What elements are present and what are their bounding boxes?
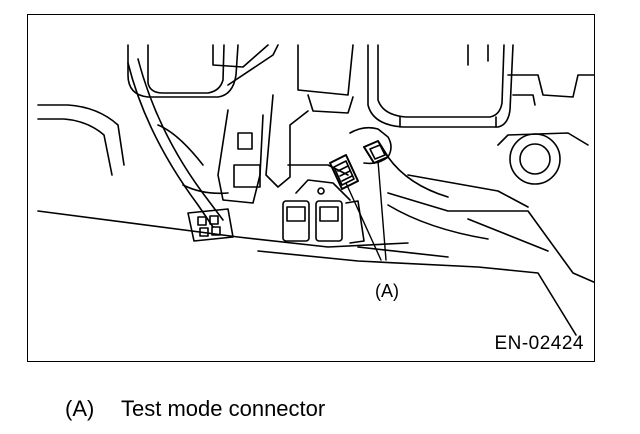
mounting-bracket (217, 94, 351, 204)
engine-bay-illustration: (A) (37, 44, 594, 336)
test-mode-connector-left (329, 154, 359, 190)
round-boss (497, 132, 589, 185)
figure-frame: (A) EN-02424 (27, 14, 595, 362)
wiring-harness (37, 58, 229, 228)
chassis-lines (37, 174, 594, 336)
relay-blocks (282, 200, 365, 244)
legend-description: Test mode connector (121, 396, 326, 421)
test-mode-connector-right (349, 126, 449, 198)
engine-upper-block (127, 44, 594, 128)
figure-code: EN-02424 (494, 333, 584, 354)
callout-label: (A) (375, 281, 399, 301)
legend-key: (A) (65, 396, 95, 421)
legend: (A) Test mode connector (65, 396, 325, 422)
